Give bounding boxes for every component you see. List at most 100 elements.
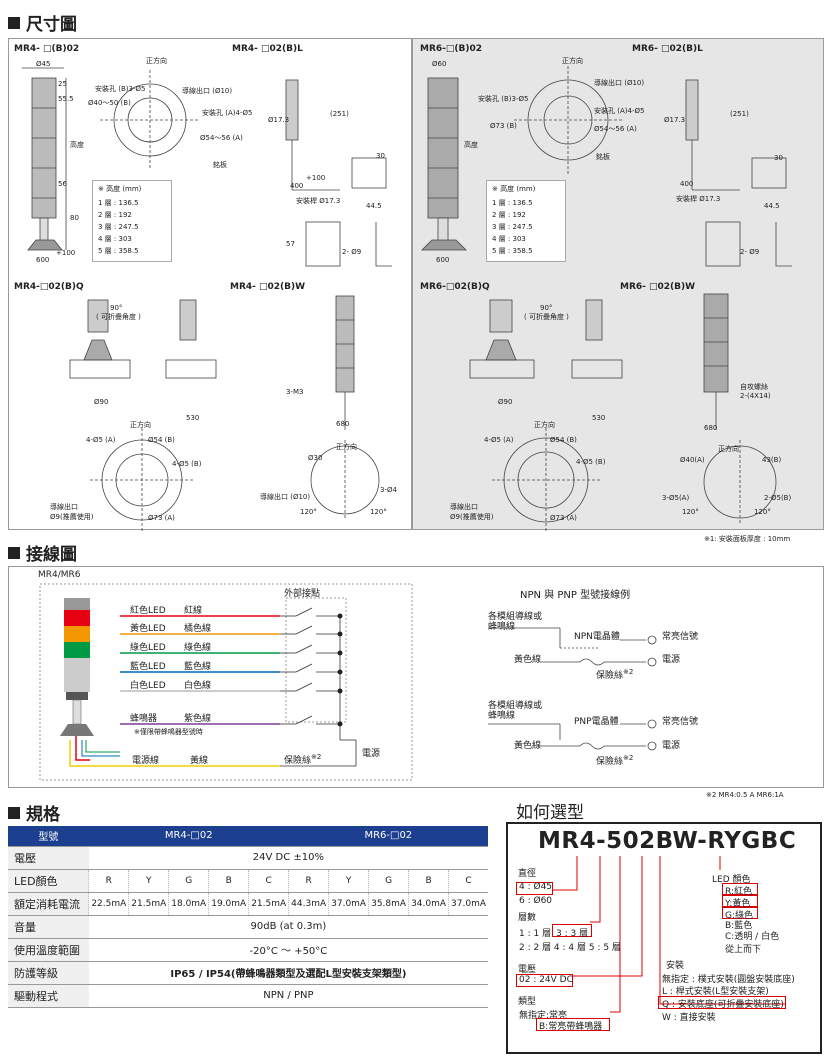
dim-label: Ø73 (A)	[550, 514, 577, 522]
dim-label: 導線出口	[50, 503, 78, 511]
supply-label: 電源	[662, 655, 681, 665]
dim-label: 30	[376, 152, 385, 160]
spec-cell: 21.5mA	[128, 892, 169, 916]
spec-label: 驅動程式	[8, 984, 89, 1008]
dim-label: 680	[336, 420, 350, 428]
height-row: 4 層 : 303	[98, 235, 132, 243]
highlight-box	[516, 882, 553, 895]
dim-label: 安裝孔 (A)4-Ø5	[594, 107, 645, 115]
height-row: 2 層 : 192	[98, 211, 132, 219]
dim-label: 57	[286, 240, 295, 248]
dim-label: +100	[56, 249, 76, 257]
signal-label: 常亮信號	[662, 632, 699, 642]
wiring-panel	[8, 566, 824, 788]
howto-layers-label: 層數	[518, 913, 537, 923]
wire-note: 各模組導線或	[488, 701, 543, 711]
wire-color-label: 白色線	[184, 681, 212, 691]
dim-label: Ø90	[498, 398, 513, 406]
dim-label: Ø40(A)	[680, 456, 705, 464]
model-label: MR6-□02(B)Q	[420, 282, 490, 292]
dim-label: 530	[186, 414, 200, 422]
spec-cell: 37.0mA	[448, 892, 488, 916]
power-supply-label: 電源	[362, 749, 381, 759]
dim-label: 4-Ø5 (B)	[576, 458, 606, 466]
height-row: 3 層 : 247.5	[492, 223, 533, 231]
dim-label: 正方向	[534, 421, 555, 429]
height-row: 5 層 : 358.5	[492, 247, 533, 255]
dim-label: 自攻螺絲	[740, 383, 768, 391]
section-wiring-title: 接線圖	[8, 540, 77, 565]
dim-label: 55.5	[58, 95, 74, 103]
spec-cell: R	[288, 869, 329, 893]
model-label: MR6- □02(B)W	[620, 282, 696, 292]
square-bullet-icon	[8, 806, 20, 819]
spec-cell: Y	[328, 869, 369, 893]
howto-mount-none: 無指定 : 樸式安裝(圓盤安裝底座)	[662, 975, 795, 985]
dim-label: 56	[58, 180, 67, 188]
dim-label: 90°	[110, 304, 123, 312]
dim-label: 2- Ø9	[740, 248, 760, 256]
external-contact-label: 外部接點	[284, 589, 321, 599]
wiring-diagram	[39, 583, 657, 781]
height-table-title: ※ 高度 (mm)	[492, 185, 536, 193]
dim-label: Ø17.3	[268, 116, 290, 124]
dimensions-panel-mr6	[412, 38, 824, 530]
model-label: MR4-□02(B)Q	[14, 282, 84, 292]
howto-diameter-label: 直徑	[518, 869, 537, 879]
dim-label: Ø17.3	[664, 116, 686, 124]
howto-type-b: B:常亮帶蜂鳴器	[539, 1022, 603, 1032]
howto-panel	[506, 822, 822, 1054]
dim-label: 30	[774, 154, 783, 162]
footnote-panel-thickness: ※1: 安裝面板厚度 : 10mm	[704, 535, 791, 543]
dim-label: (251)	[730, 110, 749, 118]
spec-table: 型號 MR4-□02 MR6-□02 電壓 24V DC ±10% LED顏色 …	[8, 826, 488, 1008]
height-table-title: ※ 高度 (mm)	[98, 185, 142, 193]
power-wire-label: 電源線	[132, 756, 160, 766]
spec-value: 90dB (at 0.3m)	[88, 915, 488, 939]
height-row: 1 層 : 136.5	[98, 199, 139, 207]
spec-cell: 37.0mA	[328, 892, 369, 916]
dim-label: 正方向	[562, 57, 583, 65]
howto-l1: 1 : 1 層	[519, 929, 552, 939]
howto-type-label: 類型	[518, 997, 537, 1007]
dim-label: 25	[58, 80, 67, 88]
dim-label: 530	[592, 414, 606, 422]
dim-label: 導線出口 (Ø10)	[182, 87, 233, 95]
model-label: MR4- □02(B)W	[230, 282, 306, 292]
dim-label: 400	[290, 182, 304, 190]
wire-note: 蜂鳴線	[488, 622, 516, 632]
model-label: MR4- □02(B)L	[232, 44, 303, 54]
dim-label: Ø45	[36, 60, 51, 68]
dim-label: 2- Ø9	[342, 248, 362, 256]
dim-label: 90°	[540, 304, 553, 312]
dim-label: 400	[680, 180, 694, 188]
height-table	[92, 180, 172, 262]
signal-label: 常亮信號	[662, 717, 699, 727]
dim-label: Ø60	[432, 60, 447, 68]
dim-label: ( 可折疊角度 )	[96, 313, 141, 321]
dim-label: 43(B)	[762, 456, 782, 464]
height-table	[486, 180, 566, 262]
dim-label: 600	[36, 256, 50, 264]
wire-note: 各模組導線或	[488, 612, 543, 622]
dim-label: Ø9(推薦使用)	[450, 513, 494, 521]
wire-color-label: 藍色線	[184, 662, 212, 672]
spec-header-mr4: MR4-□02	[88, 826, 289, 847]
spec-cell: 35.8mA	[368, 892, 409, 916]
howto-l3: 3 : 3 層	[556, 929, 589, 939]
howto-volt-label: 電壓	[518, 965, 537, 975]
dim-label: 120°	[300, 508, 317, 516]
highlight-box	[722, 883, 758, 895]
spec-cell: 34.0mA	[408, 892, 449, 916]
howto-mount-w: W : 直接安裝	[662, 1013, 716, 1023]
wire-led-label: 黃色LED	[130, 624, 166, 634]
dim-label: 4-Ø5 (A)	[484, 436, 514, 444]
dim-label: 銘板	[213, 161, 227, 169]
howto-type-none: 無指定:常亮	[519, 1011, 568, 1021]
spec-cell: G	[168, 869, 209, 893]
spec-row-led: LED顏色 R Y G B C R Y G B C	[8, 869, 488, 893]
spec-label: 使用溫度範圍	[8, 938, 89, 962]
power-wire-color: 黃線	[190, 756, 209, 766]
height-row: 1 層 : 136.5	[492, 199, 533, 207]
dim-label: (251)	[330, 110, 349, 118]
